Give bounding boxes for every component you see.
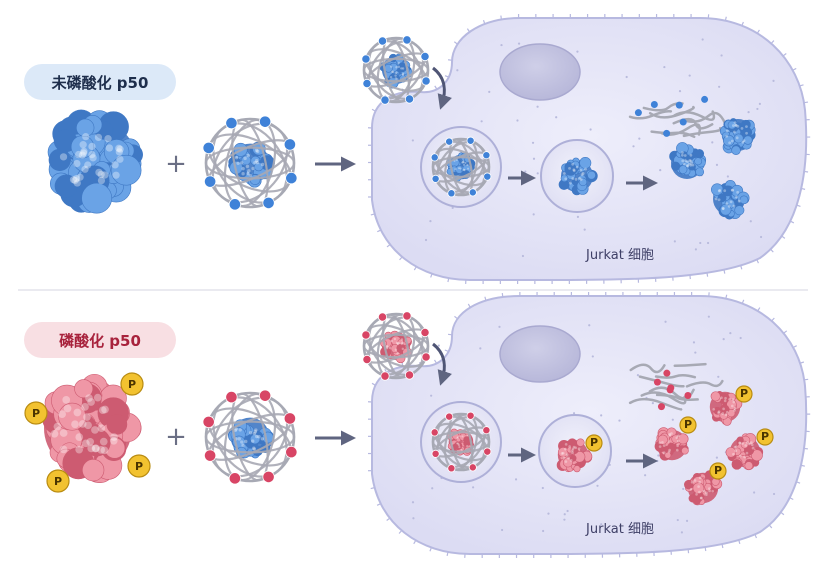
cytosolic-protein (725, 433, 764, 471)
cell-label: Jurkat 细胞 (585, 248, 654, 263)
endosomal-nanocage (430, 136, 492, 198)
endosome (420, 126, 502, 208)
release-vesicle: P (538, 414, 612, 488)
cytosolic-protein (684, 470, 723, 506)
nucleus (499, 43, 581, 101)
cytosolic-protein (719, 118, 756, 155)
cytosolic-protein (709, 390, 743, 426)
released-protein (556, 438, 593, 473)
phospho-badge: P (46, 469, 70, 493)
phospho-badge: P (709, 462, 727, 480)
free-protein (42, 373, 142, 483)
label-pill: 磷酸化 p50 (24, 322, 176, 358)
svg-text:P: P (761, 430, 769, 443)
plus-sign: + (165, 422, 187, 452)
label-pill: 未磷酸化 p50 (24, 64, 176, 100)
label-pill-background (24, 64, 176, 100)
phospho-badge: P (24, 401, 48, 425)
disassembled-cage-strands (628, 362, 724, 411)
nucleus (499, 325, 581, 383)
nanocage-complex (202, 389, 298, 485)
free-protein (47, 109, 143, 214)
nanocage-complex (202, 115, 298, 211)
membrane-protrusions (367, 292, 811, 558)
phospho-badge: P (756, 428, 774, 446)
panel-phosphorylated: 磷酸化 p50 P P P P + Jurkat 细胞 P (24, 292, 811, 558)
svg-text:P: P (32, 407, 40, 420)
svg-text:P: P (135, 460, 143, 473)
label-pill-background (24, 322, 176, 358)
svg-text:P: P (128, 378, 136, 391)
arrow-entry (432, 342, 452, 386)
phospho-badge: P (735, 385, 753, 403)
phospho-badge: P (120, 372, 144, 396)
incoming-nanocage (361, 35, 431, 105)
disassembled-cage-strands (628, 95, 727, 139)
phospho-badge: P (679, 416, 697, 434)
svg-text:P: P (684, 418, 692, 431)
released-protein (558, 157, 598, 196)
phospho-badge: P (127, 454, 151, 478)
panel-label: 未磷酸化 p50 (51, 74, 149, 92)
panel-unphosphorylated: 未磷酸化 p50 + Jurkat 细胞 (24, 14, 811, 284)
cytosolic-protein (654, 427, 689, 461)
svg-text:P: P (740, 387, 748, 400)
cell-label: Jurkat 细胞 (585, 522, 654, 537)
endosomal-nanocage (430, 411, 492, 473)
cytosolic-protein (711, 179, 750, 220)
incoming-nanocage (361, 311, 431, 381)
cytoplasm-dots (411, 38, 775, 258)
phospho-badge: P (585, 434, 603, 452)
release-vesicle (540, 139, 614, 213)
endosome (420, 401, 502, 483)
plus-sign: + (165, 149, 187, 179)
svg-text:P: P (590, 436, 598, 449)
svg-text:P: P (714, 464, 722, 477)
arrow-entry (432, 66, 452, 110)
cytosolic-protein (669, 142, 707, 179)
svg-text:P: P (54, 475, 62, 488)
panel-label: 磷酸化 p50 (59, 332, 141, 350)
